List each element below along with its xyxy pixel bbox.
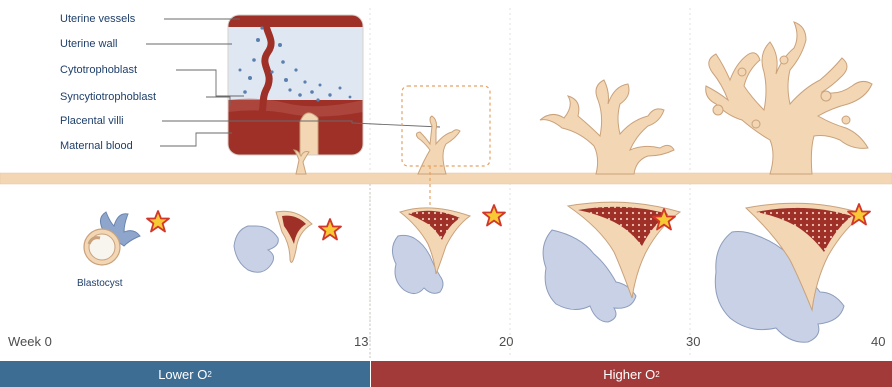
blastocyst-illustration — [84, 212, 140, 265]
label-cytotrophoblast: Cytotrophoblast — [60, 64, 137, 76]
label-placental-villi: Placental villi — [60, 115, 124, 127]
lower-oxygen-text: Lower O — [158, 367, 207, 382]
fetus-stage-1 — [234, 211, 312, 272]
villi-stage-3 — [540, 80, 674, 174]
uterine-wall-band — [0, 173, 892, 184]
higher-oxygen-text: Higher O — [603, 367, 655, 382]
lower-oxygen-subscript: 2 — [207, 370, 211, 379]
villi-stage-2 — [416, 116, 460, 174]
week-label-20: 20 — [499, 335, 513, 349]
label-uterine-vessels: Uterine vessels — [60, 13, 135, 25]
week-label-13: 13 — [354, 335, 368, 349]
label-maternal-blood: Maternal blood — [60, 140, 133, 152]
fetus-stage-4 — [715, 203, 864, 342]
week-label-40: 40 — [871, 335, 885, 349]
week-label-0: Week 0 — [8, 335, 52, 349]
label-syncytiotrophoblast: Syncytiotrophoblast — [60, 91, 156, 103]
week-label-30: 30 — [686, 335, 700, 349]
label-blastocyst: Blastocyst — [77, 278, 123, 290]
higher-oxygen-subscript: 2 — [655, 370, 659, 379]
inset-magnified-view — [228, 15, 363, 155]
fetus-stage-2 — [392, 208, 470, 294]
label-uterine-wall: Uterine wall — [60, 38, 117, 50]
villi-stage-4 — [706, 22, 872, 174]
